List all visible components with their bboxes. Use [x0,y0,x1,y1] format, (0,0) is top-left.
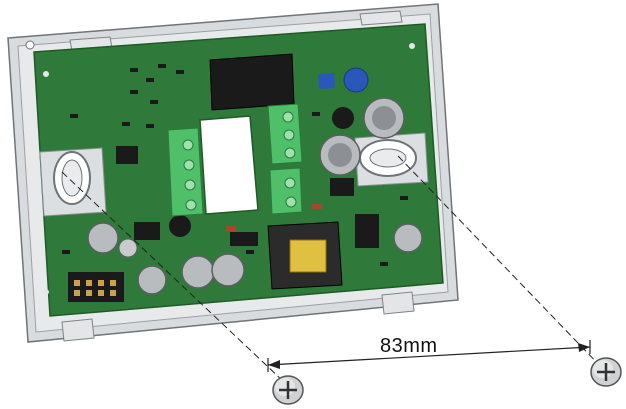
blue-capacitor [343,67,369,93]
circuit-board [33,23,444,317]
pin-header [68,272,124,302]
terminal-block-right [267,103,303,215]
terminal-block-left [167,127,204,217]
dimension-label: 83mm [380,335,438,357]
screw-guide-lines [61,155,605,383]
transformer [267,221,343,290]
dimension-line [267,340,591,372]
mounting-screw-icon [590,357,622,387]
relay [209,53,295,111]
mounting-screw-icon [272,375,304,405]
